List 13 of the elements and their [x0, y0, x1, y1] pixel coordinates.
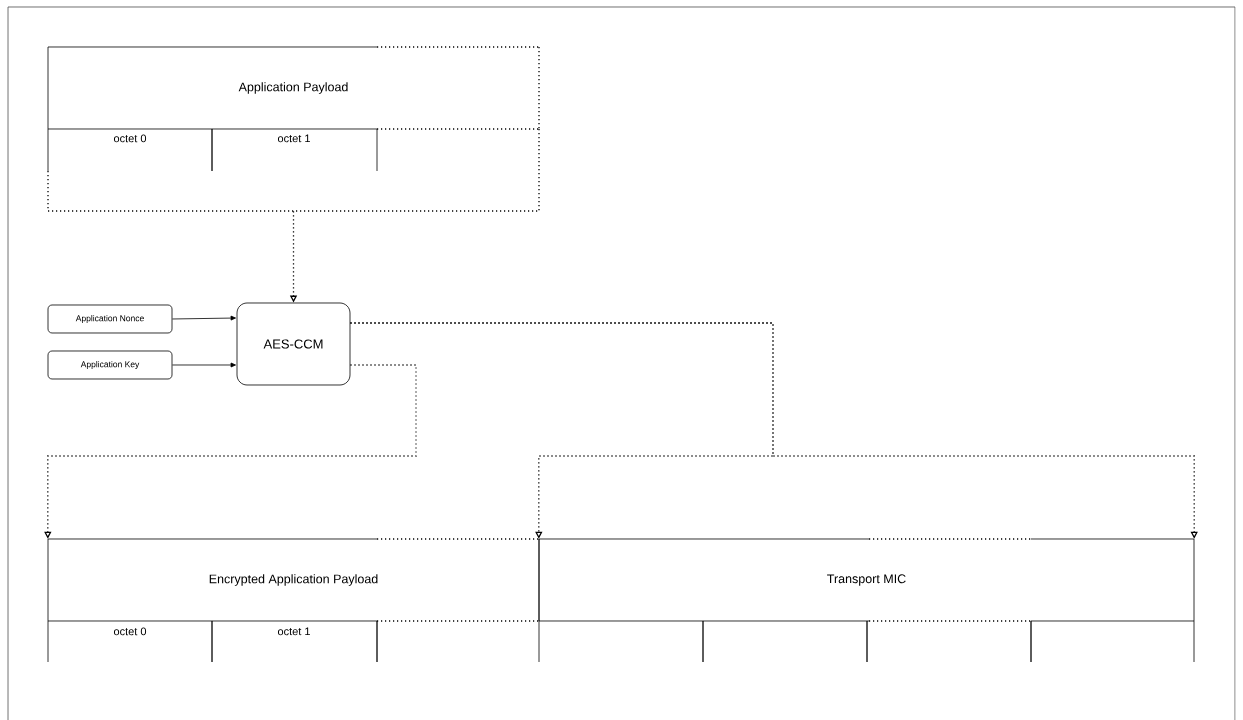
mic-band: Transport MIC: [538, 538, 1195, 622]
input-box: Application Nonce: [47, 304, 173, 334]
octet-cell: octet 0: [47, 620, 213, 663]
cipher-box: AES-CCM: [236, 302, 351, 386]
octet-cell: [376, 620, 540, 663]
payload-band: Encrypted Application Payload: [47, 538, 540, 622]
input-box: Application Key: [47, 350, 173, 380]
octet-cell: octet 1: [277, 134, 310, 143]
octet-cell: octet 0: [47, 128, 213, 172]
arrow: [172, 315, 236, 321]
arrow: [172, 362, 236, 368]
octet-cell: [538, 620, 704, 663]
octet-cell: octet 1: [277, 627, 310, 636]
